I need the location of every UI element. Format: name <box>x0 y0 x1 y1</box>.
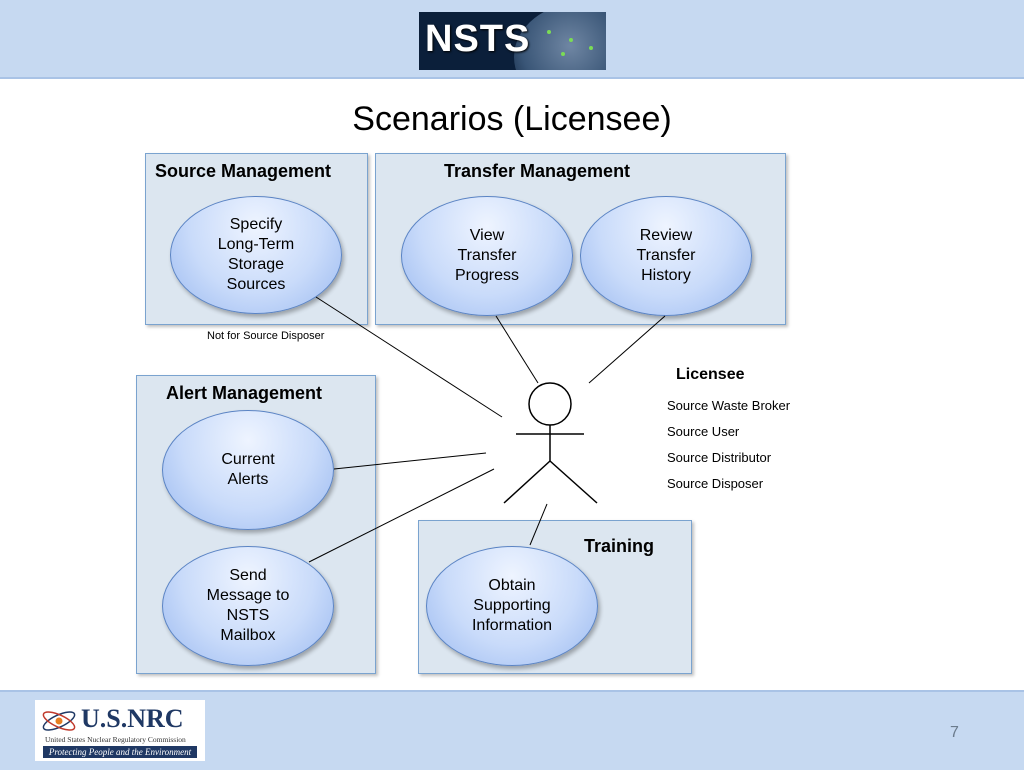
actor-head <box>528 382 572 426</box>
association-line <box>333 452 487 470</box>
actor-role: Source Waste Broker <box>667 398 791 413</box>
actor-roles-list: Source Waste Broker Source User Source D… <box>667 396 790 500</box>
use-case-label: Send Message to NSTS Mailbox <box>206 567 290 644</box>
use-case-obtain-supporting-information[interactable]: Obtain Supporting Information <box>426 546 598 666</box>
association-line <box>529 503 548 546</box>
use-case-label: Review Transfer History <box>636 227 696 284</box>
atom-icon <box>42 711 76 731</box>
actor-leg <box>503 460 551 504</box>
source-management-title: Source Management <box>155 161 332 181</box>
transfer-management-title: Transfer Management <box>444 161 631 181</box>
association-line <box>588 315 666 384</box>
actor-leg <box>549 460 598 504</box>
use-case-view-transfer-progress[interactable]: View Transfer Progress <box>401 196 573 316</box>
use-case-review-transfer-history[interactable]: Review Transfer History <box>580 196 752 316</box>
use-case-label: Current Alerts <box>221 451 275 488</box>
globe-dot <box>569 38 573 42</box>
nrc-logo: U.S.NRC United States Nuclear Regulatory… <box>35 700 205 761</box>
actor-role: Source Disposer <box>667 476 764 491</box>
use-case-label: Obtain Supporting Information <box>471 577 553 634</box>
actor-role: Source Distributor <box>667 450 772 465</box>
use-case-current-alerts[interactable]: Current Alerts <box>162 410 334 530</box>
stick-figure-actor <box>503 382 598 504</box>
page-number: 7 <box>950 724 959 741</box>
nsts-logo-text: NSTS <box>425 18 531 60</box>
association-line <box>495 315 539 384</box>
actor-role: Source User <box>667 424 740 439</box>
association-line <box>308 468 495 563</box>
nsts-logo: NSTS <box>419 12 606 70</box>
nrc-logo-subtitle: United States Nuclear Regulatory Commiss… <box>45 735 186 744</box>
association-line <box>315 296 503 418</box>
nrc-logo-motto: Protecting People and the Environment <box>43 746 197 758</box>
alert-management-title: Alert Management <box>166 383 323 403</box>
nrc-logo-name: U.S.NRC <box>81 704 184 733</box>
source-management-note: Not for Source Disposer <box>207 330 325 342</box>
use-case-specify-long-term-storage[interactable]: Specify Long-Term Storage Sources <box>170 196 342 314</box>
globe-icon <box>514 12 606 70</box>
actor-label: Licensee <box>676 366 745 383</box>
globe-dot <box>561 52 565 56</box>
use-case-label: Specify Long-Term Storage Sources <box>217 216 295 293</box>
training-title: Training <box>584 536 655 556</box>
use-case-send-message[interactable]: Send Message to NSTS Mailbox <box>162 546 334 666</box>
globe-dot <box>547 30 551 34</box>
globe-dot <box>589 46 593 50</box>
slide-title: Scenarios (Licensee) <box>352 100 672 138</box>
use-case-label: View Transfer Progress <box>454 227 520 284</box>
